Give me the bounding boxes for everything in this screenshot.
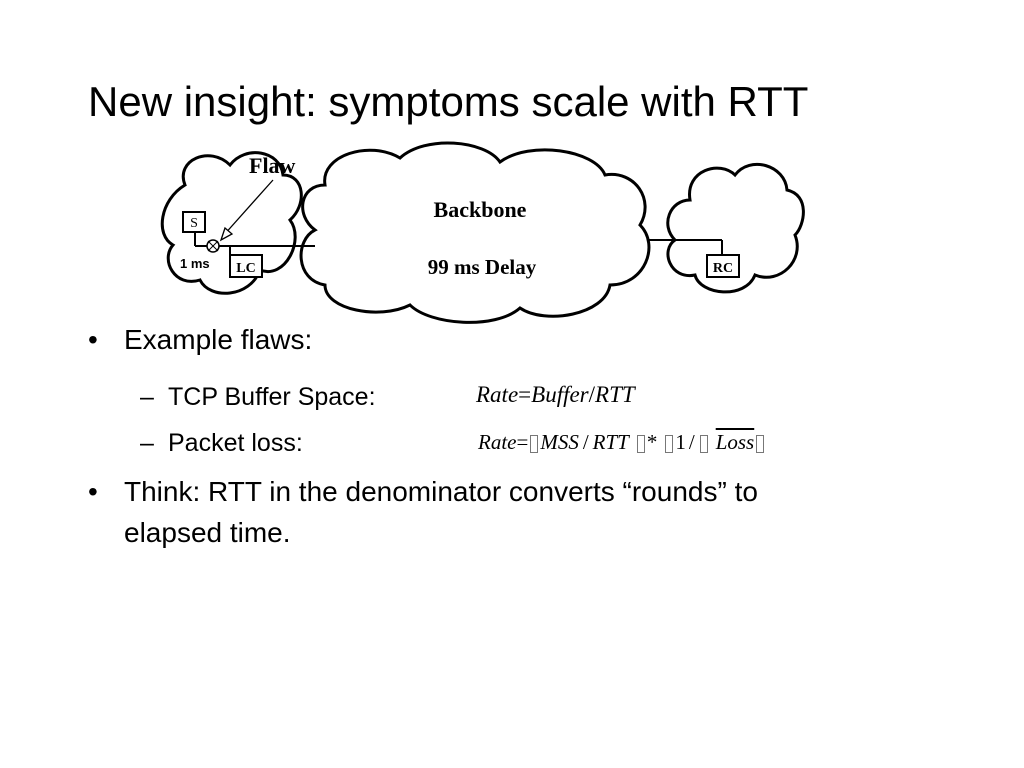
sub-item-dash: – <box>140 429 154 457</box>
missing-glyph-icon <box>699 435 708 454</box>
sender-label: S <box>190 216 198 231</box>
remote-client-label: RC <box>713 261 733 276</box>
bullet-text: Think: RTT in the denominator converts “… <box>124 476 758 507</box>
loss-rate-formula: Rate=MSS/RTT*1/Loss <box>478 430 766 455</box>
flaw-arrow-head <box>219 226 234 242</box>
formula-divide: / <box>588 382 596 407</box>
backbone-label: Backbone <box>434 197 527 222</box>
bullet-text-continuation: elapsed time. <box>124 517 291 548</box>
formula-one: 1 <box>675 430 686 454</box>
local-delay-label: 1 ms <box>180 256 210 271</box>
bullet-marker: • <box>88 324 98 355</box>
sub-item-text: Packet loss: <box>168 429 303 457</box>
formula-mss: MSS <box>540 430 579 454</box>
formula-equals: = <box>518 382 532 407</box>
bullet-item: • <box>88 323 98 357</box>
missing-glyph-icon <box>636 435 645 454</box>
missing-glyph-icon <box>665 435 674 454</box>
flaw-router-cross-b <box>207 240 219 252</box>
sub-item-text: TCP Buffer Space: <box>168 383 376 411</box>
flaw-arrow-shaft <box>222 179 274 237</box>
formula-loss: Loss <box>715 430 755 454</box>
formula-rtt: RTT <box>595 382 635 407</box>
remote-site-cloud <box>666 162 805 294</box>
buffer-rate-formula: Rate=Buffer/RTT <box>476 382 635 408</box>
formula-rtt: RTT <box>592 430 629 454</box>
flaw-label: Flaw <box>249 153 296 178</box>
backbone-cloud <box>299 141 651 324</box>
formula-lhs: Rate <box>478 430 517 454</box>
bullet-item: • <box>88 475 98 509</box>
local-client-box <box>229 254 263 278</box>
remote-client-box <box>706 254 740 278</box>
formula-buffer: Buffer <box>531 382 589 407</box>
network-diagram: S LC 1 ms RC Flaw Backbone 99 ms Delay <box>160 141 805 324</box>
missing-glyph-icon <box>756 435 765 454</box>
formula-multiply: * <box>646 430 658 454</box>
bullet-marker: • <box>88 476 98 507</box>
missing-glyph-icon <box>530 435 539 454</box>
formula-lhs: Rate <box>476 382 519 407</box>
local-client-label: LC <box>236 261 255 276</box>
formula-equals: = <box>516 430 529 454</box>
backbone-delay-label: 99 ms Delay <box>428 255 537 279</box>
formula-divide-2: / <box>688 430 695 454</box>
sub-item-dash: – <box>140 383 154 411</box>
slide-title: New insight: symptoms scale with RTT <box>88 78 809 125</box>
sender-box <box>182 211 206 233</box>
formula-divide: / <box>582 430 589 454</box>
